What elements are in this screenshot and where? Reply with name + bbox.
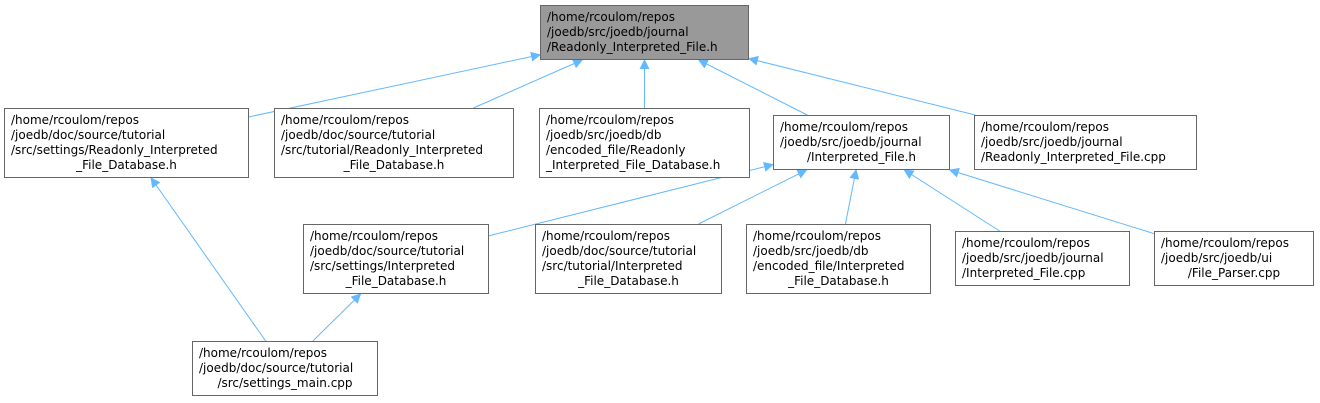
node-line: /encoded_file/Readonly	[546, 143, 686, 157]
node-settings-readonly-interpreted-file-database-h[interactable]: /home/rcoulom/repos /joedb/doc/source/tu…	[4, 108, 249, 178]
node-line: /home/rcoulom/repos	[199, 346, 327, 360]
node-line: /home/rcoulom/repos	[542, 229, 670, 243]
node-line: _File_Database.h	[345, 274, 447, 288]
node-file-parser-cpp[interactable]: /home/rcoulom/repos /joedb/src/joedb/ui …	[1154, 231, 1314, 286]
node-line: _File_Database.h	[343, 158, 445, 172]
node-line: /home/rcoulom/repos	[547, 10, 675, 24]
node-readonly-interpreted-file-h[interactable]: /home/rcoulom/repos /joedb/src/joedb/jou…	[540, 5, 749, 60]
node-db-readonly-interpreted-file-database-h[interactable]: /home/rcoulom/repos /joedb/src/joedb/db …	[539, 108, 750, 178]
edge-n_file_parser-to-n_interpreted_h	[948, 167, 1155, 235]
node-line: /joedb/src/joedb/db	[753, 244, 869, 258]
node-line: _File_Database.h	[76, 158, 177, 172]
edge-n_db_interp-to-n_interpreted_h	[844, 169, 860, 225]
node-line: /src/settings_main.cpp	[217, 376, 353, 390]
node-line: /home/rcoulom/repos	[981, 120, 1109, 134]
node-line: /home/rcoulom/repos	[962, 236, 1090, 250]
edge-n_interpreted_cpp-to-n_interpreted_h	[903, 169, 1000, 232]
node-line: _File_Database.h	[578, 274, 679, 288]
node-line: /joedb/src/joedb/db	[546, 128, 662, 142]
node-interpreted-file-cpp[interactable]: /home/rcoulom/repos /joedb/src/joedb/jou…	[955, 231, 1130, 286]
node-line: /Readonly_Interpreted_File.cpp	[981, 150, 1166, 164]
node-line: /src/tutorial/Readonly_Interpreted	[281, 143, 484, 157]
edge-n_interpreted_h-to-root	[697, 59, 808, 116]
node-line: /joedb/src/joedb/ui	[1161, 251, 1273, 265]
node-line: /home/rcoulom/repos	[546, 113, 674, 127]
edge-n_tutorial_readonly-to-root	[473, 59, 584, 109]
node-line: /joedb/doc/source/tutorial	[11, 128, 166, 142]
node-settings-main-cpp[interactable]: /home/rcoulom/repos /joedb/doc/source/tu…	[192, 341, 378, 396]
node-line: /joedb/doc/source/tutorial	[281, 128, 436, 142]
edge-n_settings_main-to-n_settings_interp	[312, 293, 362, 342]
node-line: /File_Parser.cpp	[1187, 266, 1281, 280]
node-line: /home/rcoulom/repos	[281, 113, 409, 127]
node-interpreted-file-h[interactable]: /home/rcoulom/repos /joedb/src/joedb/jou…	[773, 115, 950, 170]
edge-n_tutorial_interp-to-n_interpreted_h	[698, 169, 808, 225]
node-line: /Interpreted_File.cpp	[962, 266, 1086, 280]
node-line: _File_Database.h	[788, 274, 889, 288]
node-line: /joedb/src/joedb/journal	[981, 135, 1123, 149]
node-line: /Readonly_Interpreted_File.h	[547, 40, 718, 54]
node-tutorial-readonly-interpreted-file-database-h[interactable]: /home/rcoulom/repos /joedb/doc/source/tu…	[274, 108, 514, 178]
node-line: _Interpreted_File_Database.h	[546, 158, 721, 172]
node-db-interpreted-file-database-h[interactable]: /home/rcoulom/repos /joedb/src/joedb/db …	[746, 224, 931, 294]
node-settings-interpreted-file-database-h[interactable]: /home/rcoulom/repos /joedb/doc/source/tu…	[303, 224, 489, 294]
node-line: /src/tutorial/Interpreted	[542, 259, 683, 273]
node-line: /home/rcoulom/repos	[1161, 236, 1289, 250]
node-line: /Interpreted_File.h	[806, 150, 917, 164]
node-line: /encoded_file/Interpreted	[753, 259, 905, 273]
node-line: /home/rcoulom/repos	[310, 229, 438, 243]
node-readonly-interpreted-file-cpp[interactable]: /home/rcoulom/repos /joedb/src/joedb/jou…	[974, 115, 1197, 170]
node-line: /joedb/src/joedb/journal	[547, 25, 689, 39]
node-line: /joedb/doc/source/tutorial	[310, 244, 465, 258]
node-line: /joedb/doc/source/tutorial	[542, 244, 697, 258]
node-line: /joedb/doc/source/tutorial	[199, 361, 354, 375]
node-line: /home/rcoulom/repos	[11, 113, 139, 127]
node-line: /home/rcoulom/repos	[753, 229, 881, 243]
node-line: /src/settings/Readonly_Interpreted	[11, 143, 218, 157]
edge-n_readonly_cpp-to-root	[748, 55, 976, 116]
edge-n_settings_main-to-n_settings_readonly	[150, 177, 267, 342]
node-tutorial-interpreted-file-database-h[interactable]: /home/rcoulom/repos /joedb/doc/source/tu…	[535, 224, 722, 294]
edge-n_settings_readonly-to-root	[248, 51, 541, 118]
node-line: /joedb/src/joedb/journal	[962, 251, 1104, 265]
node-line: /home/rcoulom/repos	[780, 120, 908, 134]
node-line: /joedb/src/joedb/journal	[780, 135, 922, 149]
node-line: /src/settings/Interpreted	[310, 259, 456, 273]
